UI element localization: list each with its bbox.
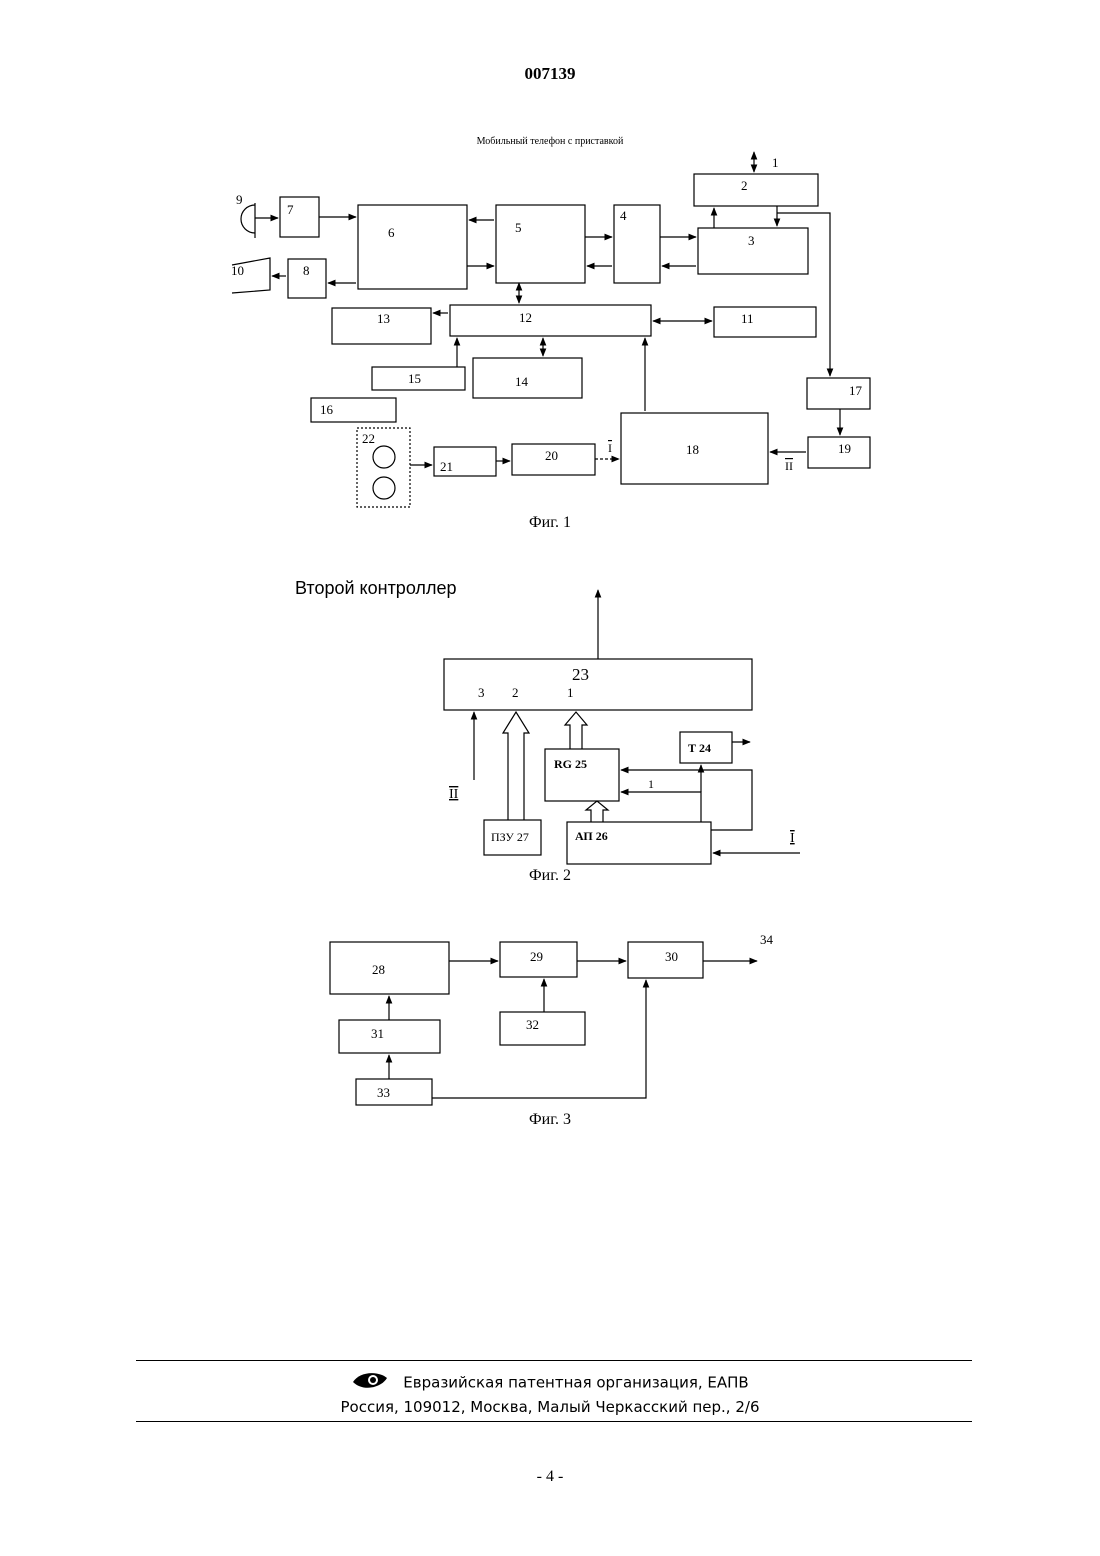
label-20: 20 xyxy=(545,448,558,463)
label-25: RG 25 xyxy=(554,757,587,771)
label-8: 8 xyxy=(303,263,310,278)
label-19: 19 xyxy=(838,441,851,456)
signal-II-fig2: II xyxy=(449,787,459,802)
fig3-caption: Фиг. 3 xyxy=(500,1111,600,1129)
block-28 xyxy=(330,942,449,994)
block-2 xyxy=(694,174,818,206)
eapo-logo-icon xyxy=(351,1370,389,1396)
label-30: 30 xyxy=(665,949,678,964)
label-22: 22 xyxy=(362,431,375,446)
block-33 xyxy=(356,1079,432,1105)
label-13: 13 xyxy=(377,311,390,326)
footer-address: Россия, 109012, Москва, Малый Черкасский… xyxy=(0,1398,1100,1416)
label-9: 9 xyxy=(236,192,243,207)
block-22-circle-bottom xyxy=(373,477,395,499)
fig1-caption: Фиг. 1 xyxy=(500,514,600,532)
label-33: 33 xyxy=(377,1085,390,1100)
footer-org-text: Евразийская патентная организация, ЕАПВ xyxy=(403,1374,748,1392)
footer-bottom-rule xyxy=(136,1421,972,1422)
block-7 xyxy=(280,197,319,237)
block-5 xyxy=(496,205,585,283)
fig2-caption: Фиг. 2 xyxy=(500,867,600,885)
label-5: 5 xyxy=(515,220,522,235)
label-16: 16 xyxy=(320,402,334,417)
block-6 xyxy=(358,205,467,289)
bus-arrow-25 xyxy=(565,712,587,749)
label-3: 3 xyxy=(748,233,755,248)
block-11 xyxy=(714,307,816,337)
label-2: 2 xyxy=(741,178,748,193)
label-27: ПЗУ 27 xyxy=(491,830,529,844)
label-28: 28 xyxy=(372,962,385,977)
label-26: АП 26 xyxy=(575,829,608,843)
label-4: 4 xyxy=(620,208,627,223)
label-21: 21 xyxy=(440,459,453,474)
label-17: 17 xyxy=(849,383,863,398)
signal-II-fig1: II xyxy=(785,459,793,473)
block-31 xyxy=(339,1020,440,1053)
label-31: 31 xyxy=(371,1026,384,1041)
block-32 xyxy=(500,1012,585,1045)
signal-I-fig2: I xyxy=(790,831,795,846)
block-12 xyxy=(450,305,651,336)
line-label-1: 1 xyxy=(648,777,654,791)
fig2-title: Второй контроллер xyxy=(295,578,456,599)
footer-top-rule xyxy=(136,1360,972,1361)
label-34: 34 xyxy=(760,932,774,947)
label-12: 12 xyxy=(519,310,532,325)
page-footer-number: - 4 - xyxy=(0,1468,1100,1486)
footer-org: Евразийская патентная организация, ЕАПВ xyxy=(0,1370,1100,1396)
block-22-circle-top xyxy=(373,446,395,468)
label-29: 29 xyxy=(530,949,543,964)
block-23 xyxy=(444,659,752,710)
label-11: 11 xyxy=(741,311,754,326)
label-10: 10 xyxy=(231,263,244,278)
label-7: 7 xyxy=(287,202,294,217)
bus-arrow-26 xyxy=(586,801,608,822)
label-18: 18 xyxy=(686,442,699,457)
signal-I-fig1: I xyxy=(608,441,612,455)
input-1: 1 xyxy=(567,685,574,700)
label-23: 23 xyxy=(572,665,589,684)
microphone-icon xyxy=(241,205,255,233)
bus-arrow-27 xyxy=(503,712,529,820)
label-1: 1 xyxy=(772,155,779,170)
label-6: 6 xyxy=(388,225,395,240)
label-14: 14 xyxy=(515,374,529,389)
label-32: 32 xyxy=(526,1017,539,1032)
input-2: 2 xyxy=(512,685,519,700)
label-15: 15 xyxy=(408,371,421,386)
label-24: Т 24 xyxy=(688,741,711,755)
input-3: 3 xyxy=(478,685,485,700)
